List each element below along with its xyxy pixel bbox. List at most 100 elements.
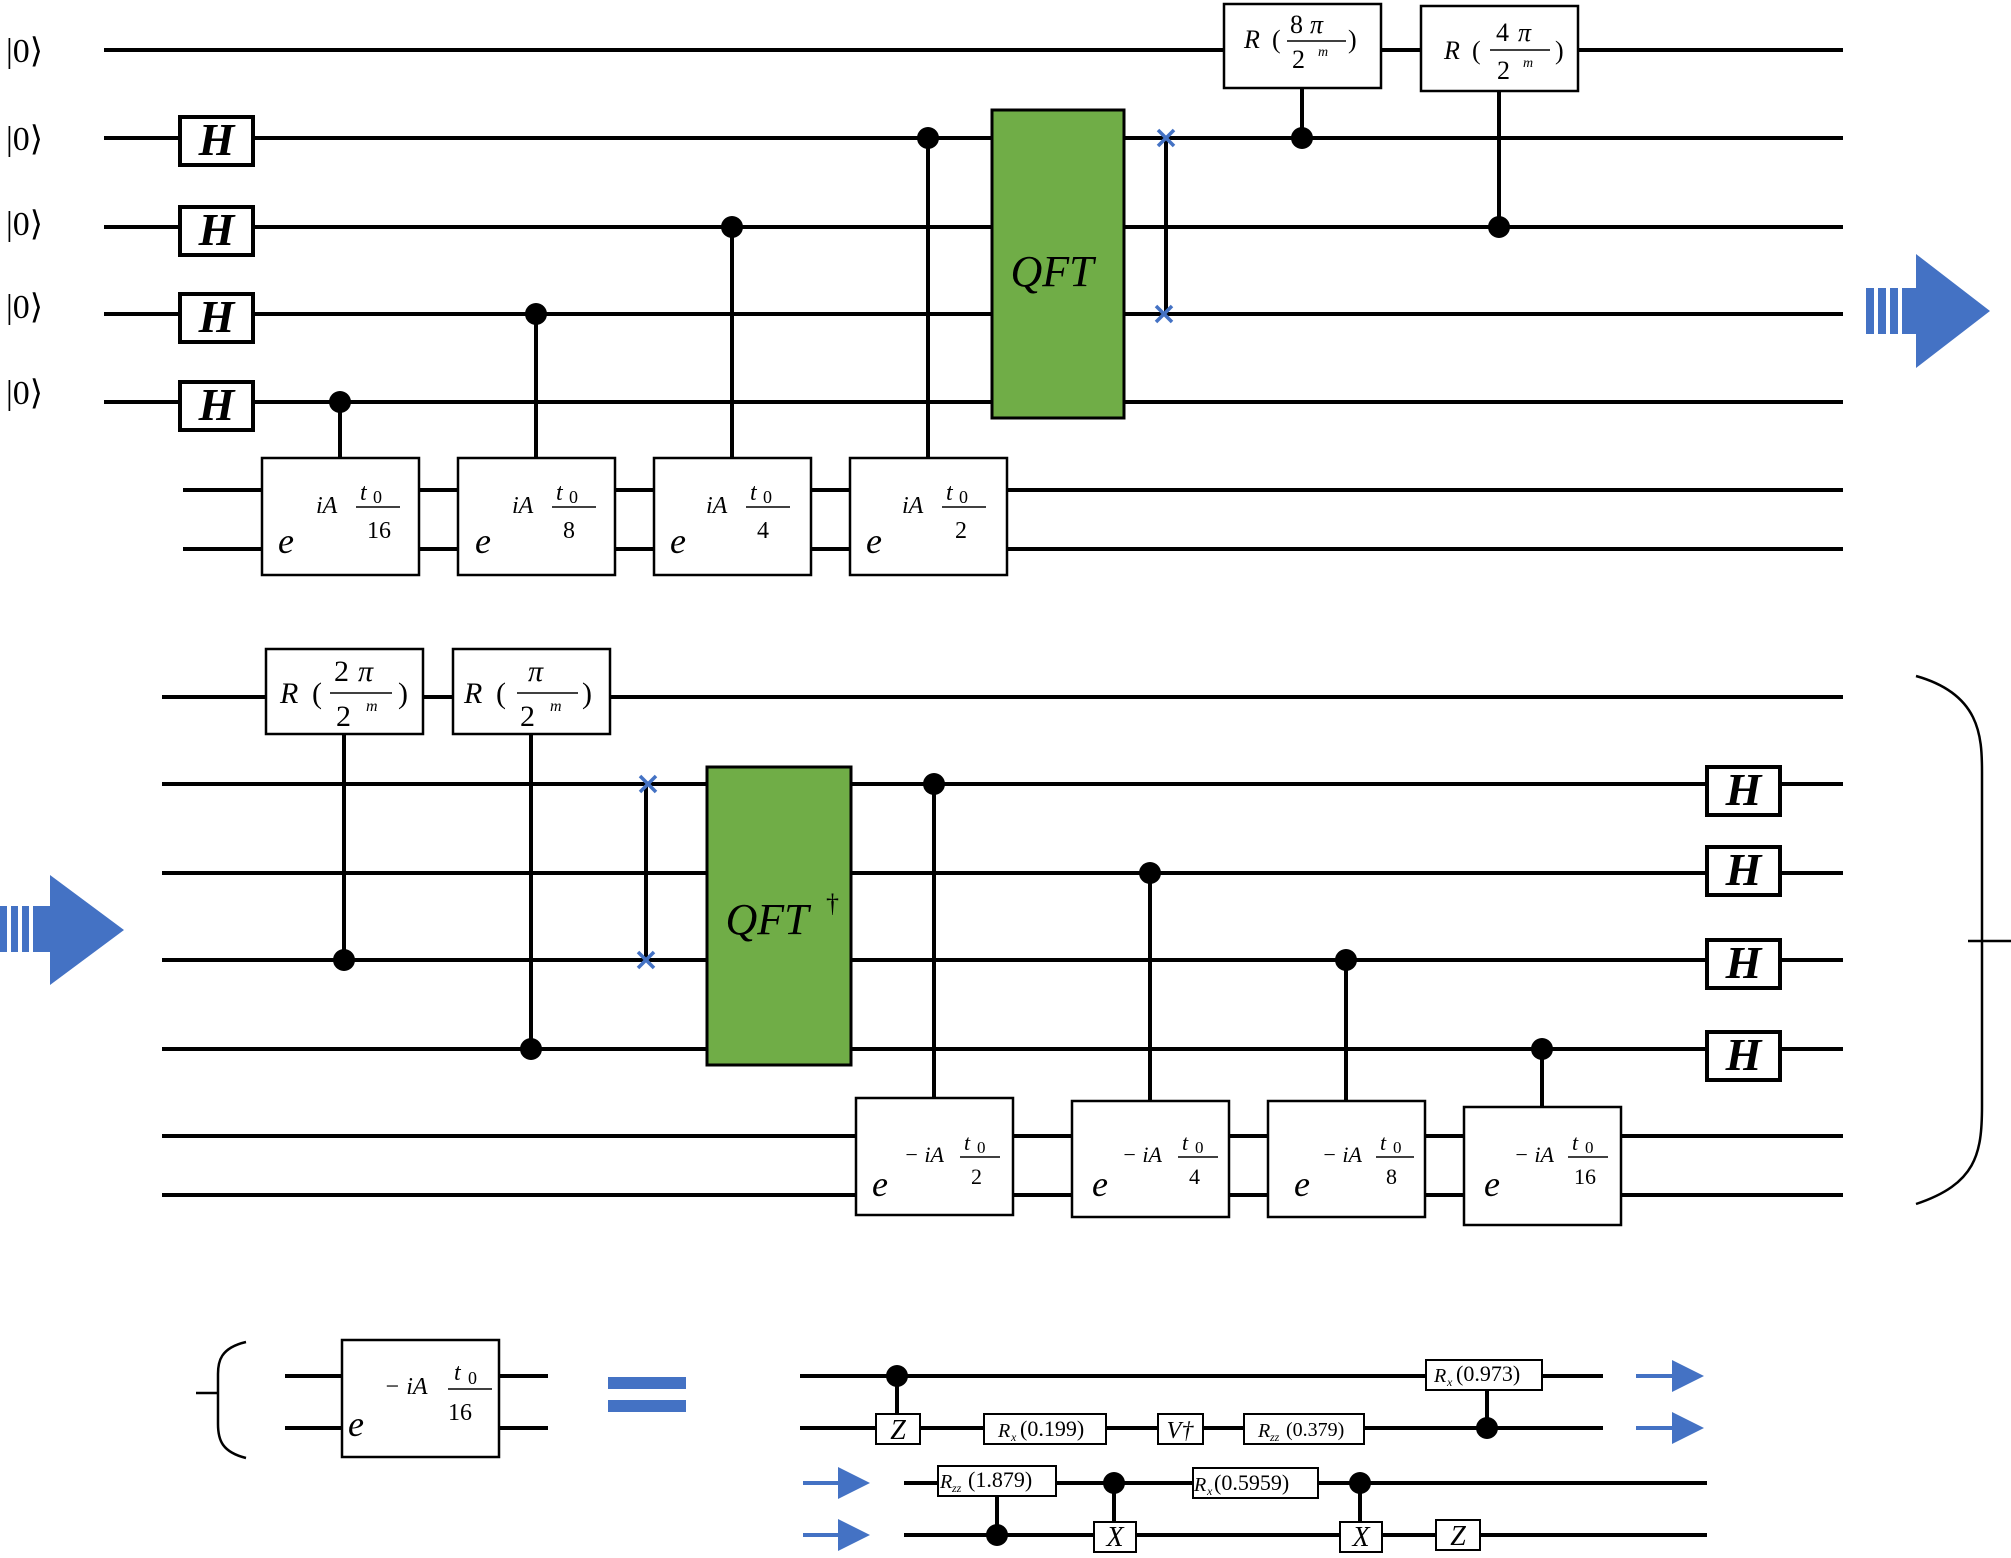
hadamard-gate-q3: H bbox=[1705, 937, 1782, 990]
svg-text:R: R bbox=[1193, 1474, 1206, 1496]
svg-text:(: ( bbox=[312, 677, 322, 710]
controlled-inverse-evolutions: e − iA t 0 2 e − iA t 0 4 bbox=[854, 773, 1623, 1227]
svg-text:(: ( bbox=[496, 677, 506, 710]
svg-text:(: ( bbox=[1272, 25, 1281, 54]
svg-text:H: H bbox=[1725, 1029, 1763, 1080]
svg-text:zz: zz bbox=[1269, 1430, 1280, 1444]
swap-gate-part-1 bbox=[1154, 128, 1176, 324]
controlled-x-gate-1: X bbox=[1093, 1472, 1137, 1553]
svg-text:R: R bbox=[997, 1420, 1010, 1442]
svg-text:): ) bbox=[1555, 36, 1564, 65]
svg-text:0: 0 bbox=[1393, 1138, 1402, 1157]
svg-text:− iA: − iA bbox=[1322, 1142, 1362, 1167]
svg-text:m: m bbox=[1318, 45, 1328, 60]
svg-text:R: R bbox=[1433, 1365, 1446, 1387]
svg-text:2: 2 bbox=[955, 518, 967, 544]
controlled-x-gate-2: X bbox=[1339, 1472, 1383, 1553]
svg-text:iA: iA bbox=[902, 493, 924, 519]
svg-text:R: R bbox=[279, 677, 298, 710]
ket-zero-q0: |0⟩ bbox=[6, 33, 43, 70]
svg-text:2: 2 bbox=[336, 700, 351, 733]
svg-text:0: 0 bbox=[468, 1368, 477, 1388]
hadamard-gate-q1: H bbox=[1705, 764, 1782, 817]
circuit-part-1: |0⟩ |0⟩ |0⟩ |0⟩ |0⟩ H H bbox=[6, 2, 1990, 577]
svg-text:8: 8 bbox=[1290, 10, 1303, 39]
svg-text:2: 2 bbox=[1497, 56, 1510, 85]
svg-text:(0.973): (0.973) bbox=[1456, 1361, 1520, 1386]
svg-text:0: 0 bbox=[1585, 1138, 1594, 1157]
svg-text:e: e bbox=[1294, 1164, 1310, 1204]
hadamard-gate-q1: H bbox=[178, 114, 255, 167]
svg-text:(1.879): (1.879) bbox=[968, 1467, 1032, 1492]
continuation-arrow-right bbox=[1866, 254, 1990, 368]
initial-state-labels: |0⟩ |0⟩ |0⟩ |0⟩ |0⟩ bbox=[6, 33, 43, 412]
svg-text:m: m bbox=[1523, 56, 1533, 71]
rotation-gate-pi: R ( π 2 m ) bbox=[451, 647, 612, 1060]
evolution-gate-t0-2: e iA t 0 2 bbox=[848, 127, 1009, 577]
svg-text:): ) bbox=[582, 677, 592, 710]
svg-text:0: 0 bbox=[763, 487, 772, 507]
inverse-qft-block: QFT † bbox=[705, 765, 853, 1067]
rx-gate-0199: R x (0.199) bbox=[983, 1413, 1107, 1445]
svg-text:e: e bbox=[475, 521, 491, 561]
svg-text:0: 0 bbox=[977, 1138, 986, 1157]
svg-text:t: t bbox=[1380, 1130, 1387, 1155]
svg-text:): ) bbox=[1348, 25, 1357, 54]
svg-text:Z: Z bbox=[1450, 1521, 1466, 1552]
circuit-part-2: R ( 2 π 2 m ) R ( π 2 m ) bbox=[0, 647, 2011, 1227]
hadamard-gate-q2: H bbox=[1705, 844, 1782, 897]
svg-text:(0.199): (0.199) bbox=[1020, 1416, 1084, 1441]
evolution-gate-t0-4: e iA t 0 4 bbox=[652, 216, 813, 577]
svg-text:H: H bbox=[198, 114, 236, 165]
svg-text:π: π bbox=[528, 655, 544, 688]
svg-text:− iA: − iA bbox=[904, 1142, 944, 1167]
svg-text:t: t bbox=[946, 480, 954, 506]
inverse-evolution-gate-t0-4: e − iA t 0 4 bbox=[1070, 862, 1231, 1219]
svg-text:e: e bbox=[278, 521, 294, 561]
ket-zero-q3: |0⟩ bbox=[6, 289, 43, 326]
svg-text:R: R bbox=[1243, 25, 1260, 54]
svg-text:R: R bbox=[1443, 36, 1460, 65]
svg-text:H: H bbox=[1725, 844, 1763, 895]
hadamard-gate-q2: H bbox=[178, 204, 255, 257]
svg-text:iA: iA bbox=[316, 493, 338, 519]
inverse-evolution-gate-t0-16: e − iA t 0 16 bbox=[1462, 1038, 1623, 1227]
svg-text:H: H bbox=[198, 204, 236, 255]
svg-text:2: 2 bbox=[334, 655, 349, 688]
svg-text:H: H bbox=[198, 379, 236, 430]
equals-sign bbox=[608, 1377, 686, 1412]
svg-text:R: R bbox=[1257, 1420, 1270, 1442]
svg-text:0: 0 bbox=[1195, 1138, 1204, 1157]
svg-text:π: π bbox=[1518, 18, 1532, 47]
svg-text:− iA: − iA bbox=[1122, 1142, 1162, 1167]
ket-zero-q2: |0⟩ bbox=[6, 206, 43, 243]
svg-text:x: x bbox=[1446, 1375, 1453, 1389]
controlled-rx-gate-0973: R x (0.973) bbox=[1425, 1359, 1543, 1439]
rotation-gate-2pi: R ( 2 π 2 m ) bbox=[264, 647, 425, 971]
swap-gate-part-2 bbox=[636, 774, 658, 970]
svg-text:8: 8 bbox=[563, 518, 575, 544]
svg-text:e: e bbox=[1484, 1164, 1500, 1204]
svg-text:QFT: QFT bbox=[1010, 247, 1097, 296]
rhs-arrows bbox=[803, 1360, 1704, 1551]
hadamard-column-part-1: H H H H bbox=[178, 114, 255, 432]
rzz-gate-0379: R zz (0.379) bbox=[1243, 1413, 1365, 1445]
svg-text:t: t bbox=[556, 480, 564, 506]
svg-text:iA: iA bbox=[512, 493, 534, 519]
controlled-rotations-part-2: R ( 2 π 2 m ) R ( π 2 m ) bbox=[264, 647, 612, 1060]
inverse-evolution-gate-t0-8: e − iA t 0 8 bbox=[1266, 949, 1427, 1219]
rx-gate-05959: R x (0.5959) bbox=[1192, 1467, 1319, 1499]
evolution-gate-t0-16: e iA t 0 16 bbox=[260, 391, 421, 577]
svg-text:R: R bbox=[939, 1471, 952, 1493]
svg-text:2: 2 bbox=[520, 700, 535, 733]
svg-text:16: 16 bbox=[367, 518, 391, 544]
svg-text:t: t bbox=[454, 1360, 462, 1386]
svg-text:H: H bbox=[1725, 764, 1763, 815]
z-gate-final: Z bbox=[1435, 1519, 1481, 1552]
ket-zero-q1: |0⟩ bbox=[6, 121, 43, 158]
svg-text:16: 16 bbox=[448, 1400, 472, 1426]
svg-text:t: t bbox=[750, 480, 758, 506]
rotation-gate-4pi: R ( 4 π 2 m ) bbox=[1419, 4, 1580, 238]
rotation-gate-8pi: R ( 8 π 2 m ) bbox=[1222, 2, 1383, 149]
